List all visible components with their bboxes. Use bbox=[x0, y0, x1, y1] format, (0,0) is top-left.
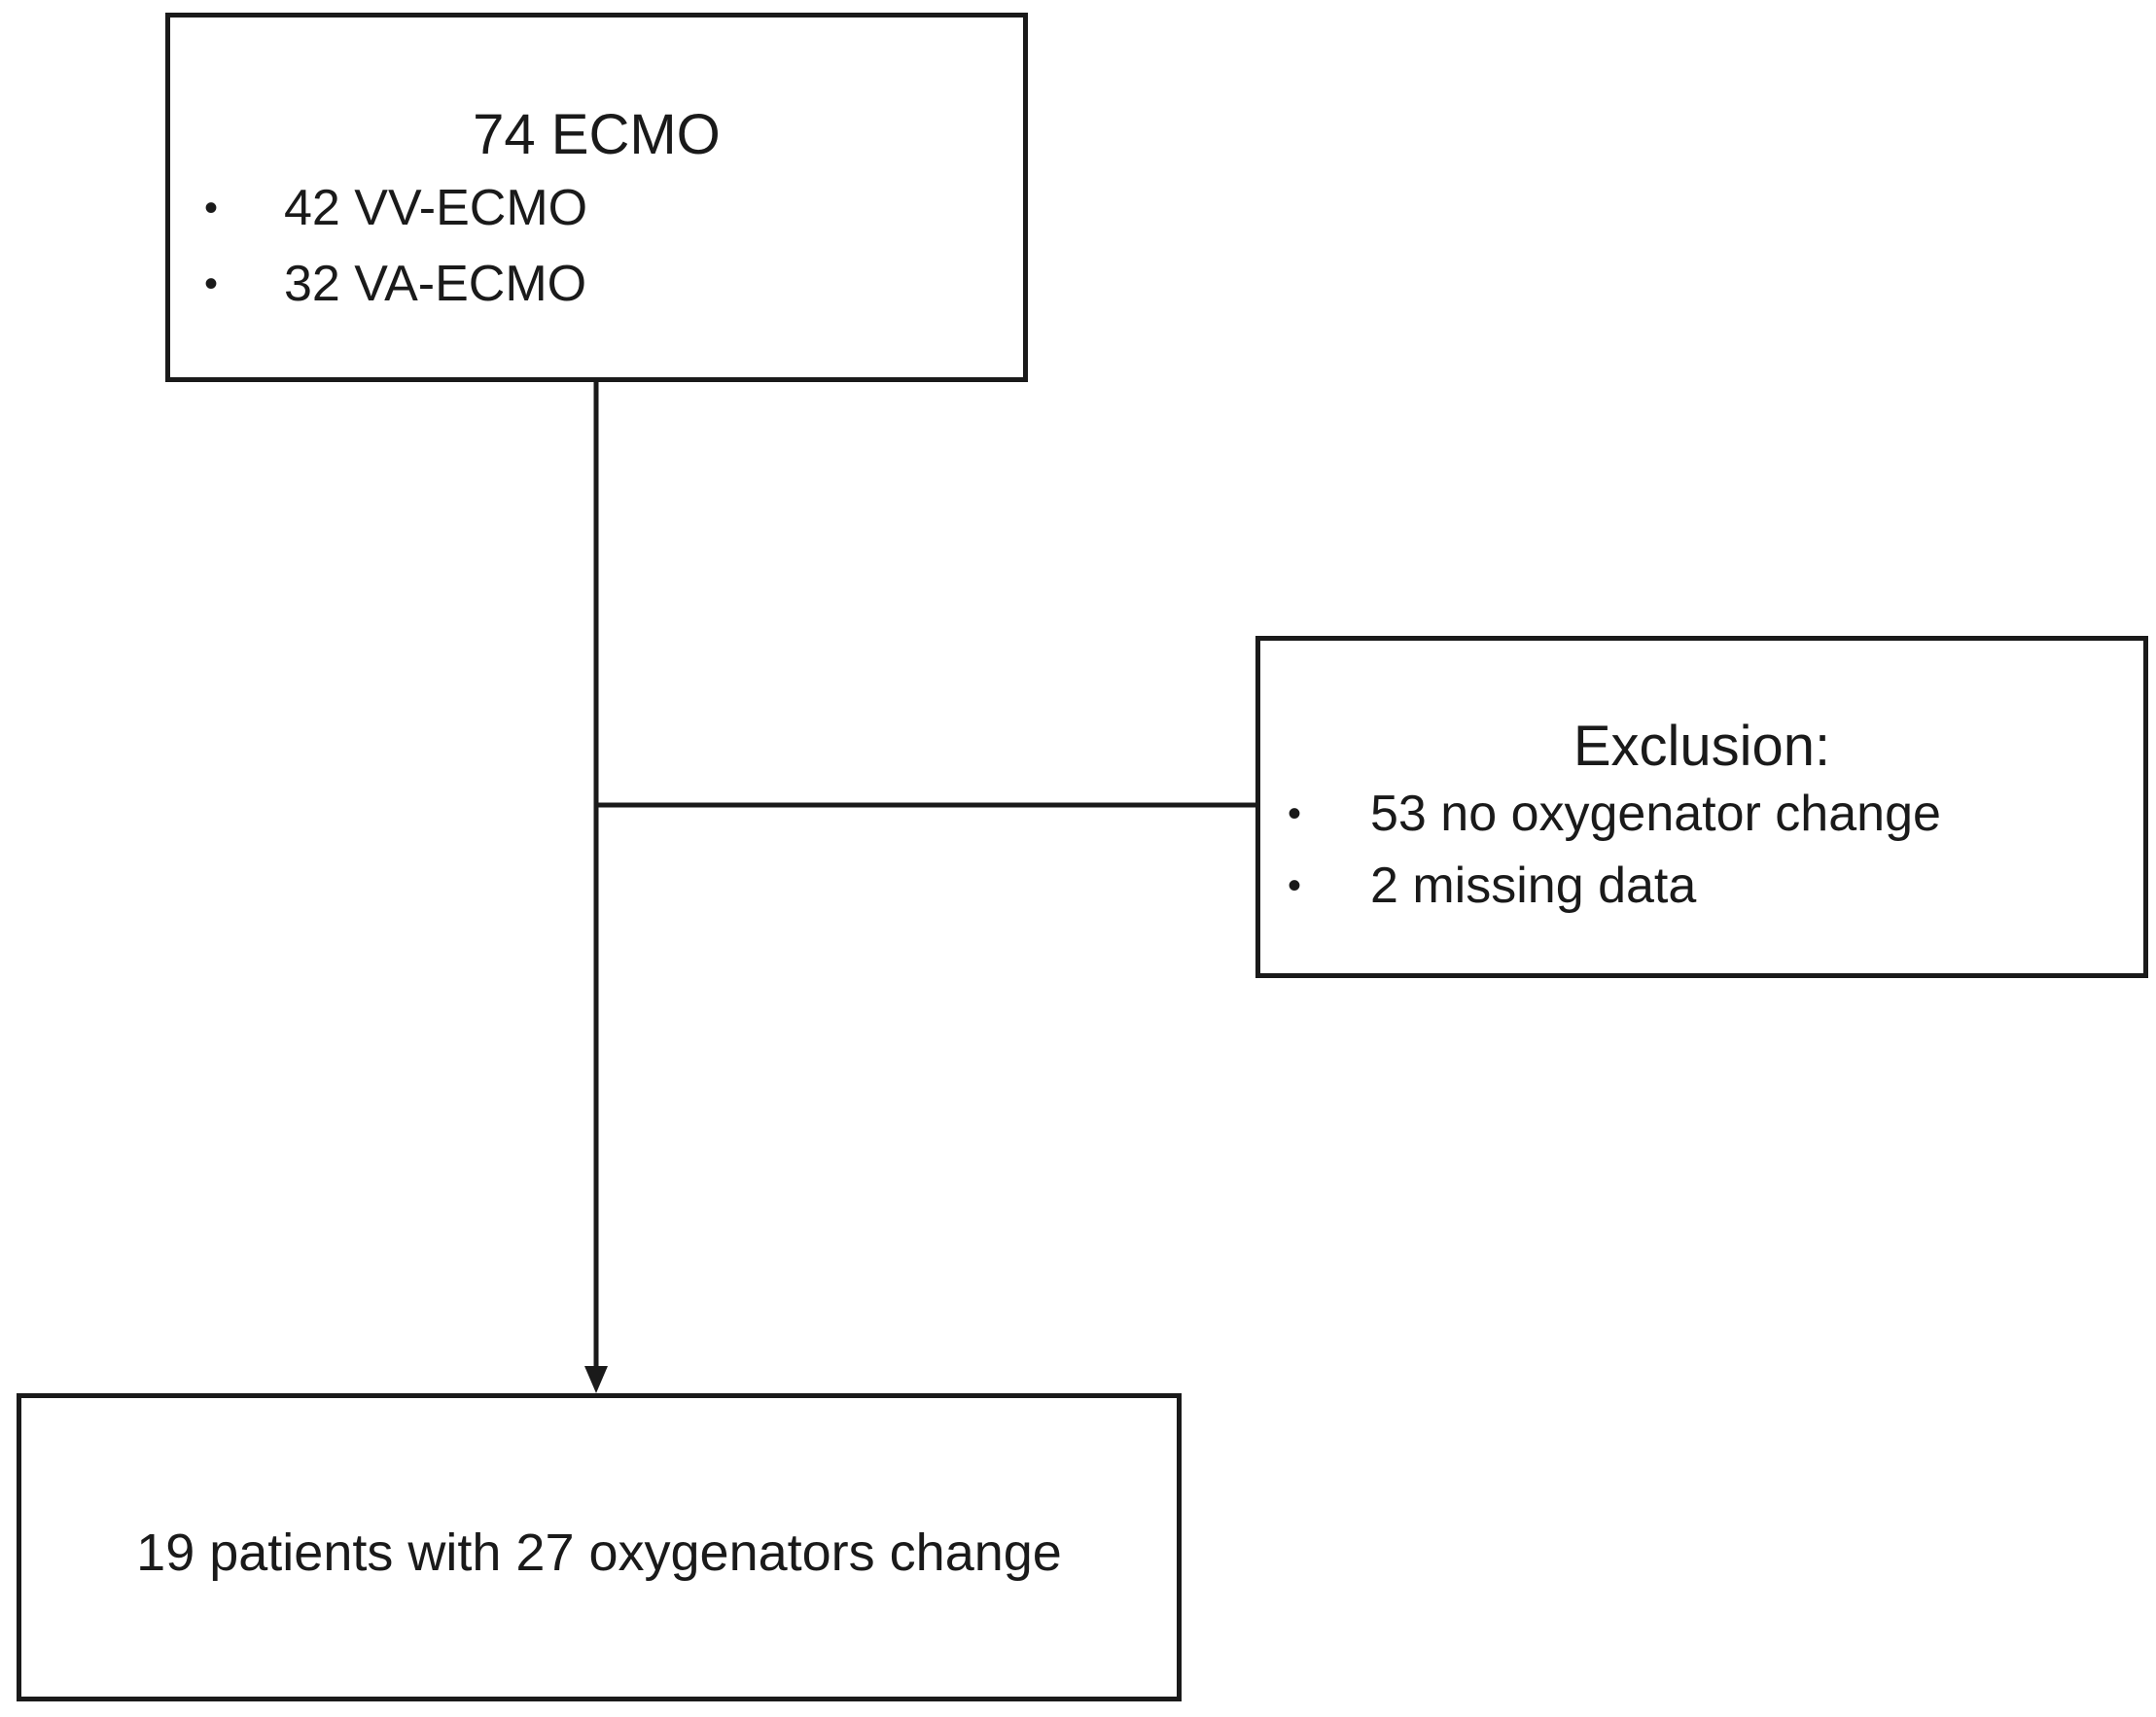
bullet-icon: • bbox=[1288, 864, 1302, 907]
exclusion-box: Exclusion: • 53 no oxygenator change • 2 m… bbox=[1255, 636, 2148, 978]
list-item-label: 42 VV-ECMO bbox=[284, 180, 588, 236]
enrollment-breakdown-list: • 42 VV-ECMO • 32 VA-ECMO bbox=[204, 180, 588, 334]
bullet-icon: • bbox=[204, 187, 219, 229]
list-item-label: 53 no oxygenator change bbox=[1370, 786, 1941, 842]
final-cohort-box: 19 patients with 27 oxygenators change bbox=[17, 1393, 1182, 1701]
exclusion-title: Exclusion: bbox=[1573, 715, 1831, 778]
final-cohort-text: 19 patients with 27 oxygenators change bbox=[136, 1524, 1062, 1582]
list-item: • 53 no oxygenator change bbox=[1288, 786, 1941, 860]
list-item: • 32 VA-ECMO bbox=[204, 256, 587, 334]
list-item-label: 32 VA-ECMO bbox=[284, 256, 587, 312]
list-item: • 42 VV-ECMO bbox=[204, 180, 588, 259]
list-item-label: 2 missing data bbox=[1370, 858, 1697, 914]
bullet-icon: • bbox=[1288, 792, 1302, 835]
down-arrow-head bbox=[584, 1366, 608, 1393]
enrollment-box: 74 ECMO • 42 VV-ECMO • 32 VA-ECMO bbox=[165, 13, 1028, 382]
enrollment-title: 74 ECMO bbox=[473, 103, 721, 166]
bullet-icon: • bbox=[204, 263, 219, 305]
exclusion-list: • 53 no oxygenator change • 2 missing data bbox=[1288, 786, 1941, 932]
list-item: • 2 missing data bbox=[1288, 858, 1941, 932]
